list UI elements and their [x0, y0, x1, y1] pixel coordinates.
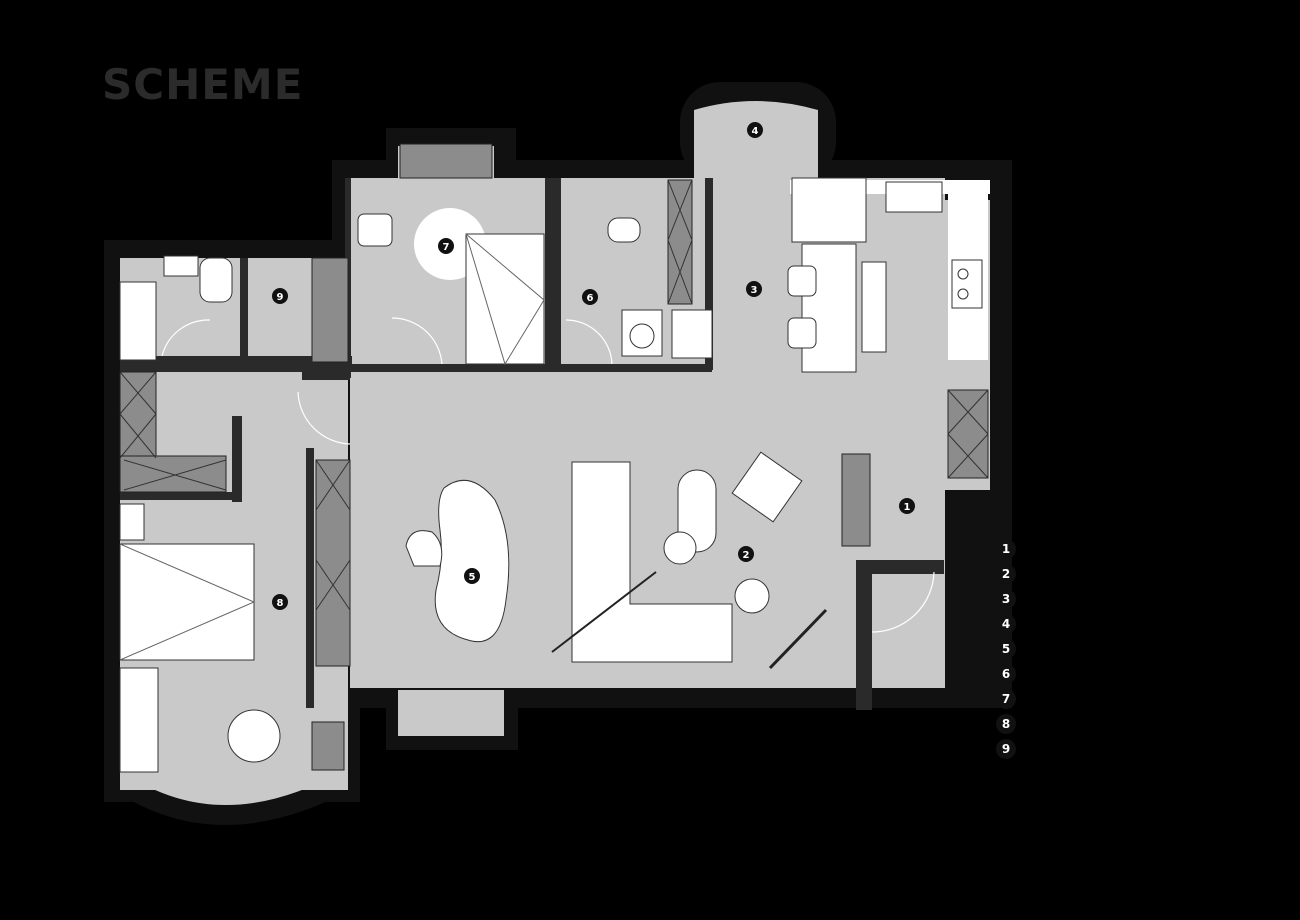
svg-text:6: 6	[587, 293, 594, 304]
bar-stool	[787, 317, 817, 349]
legend-number: 2	[996, 563, 1016, 584]
bedroom	[119, 503, 281, 773]
legend-number: 8	[996, 713, 1016, 734]
bed	[465, 233, 545, 365]
bar-counter	[861, 261, 887, 353]
svg-text:8: 8	[277, 598, 284, 609]
legend-number: 7	[996, 688, 1016, 709]
page-title: SCHEME	[102, 60, 304, 109]
lounge	[768, 608, 828, 670]
room-marker-7: 7	[438, 238, 454, 254]
room-marker-1: 1	[899, 498, 915, 514]
bathtub	[163, 255, 199, 277]
svg-text:2: 2	[743, 550, 750, 561]
lounge-chair	[227, 709, 281, 763]
desk	[119, 667, 159, 773]
legend-number: 9	[996, 738, 1016, 759]
room-marker-5: 5	[464, 568, 480, 584]
legend-item: 7	[996, 686, 1024, 711]
coffee-table	[734, 578, 770, 614]
cabinet-cross-marks	[119, 179, 989, 611]
legend-item: 1	[996, 536, 1024, 561]
side-table	[663, 531, 697, 565]
legend-item: 3	[996, 586, 1024, 611]
toilet	[607, 217, 641, 243]
armchair	[357, 213, 393, 247]
desk-chair	[405, 530, 443, 567]
kitchen	[787, 177, 990, 373]
ottoman	[677, 469, 717, 553]
room-marker-3: 3	[746, 281, 762, 297]
legend-item: 4	[996, 611, 1024, 636]
legend-item: 8	[996, 711, 1024, 736]
legend-item: 2	[996, 561, 1024, 586]
toilet	[199, 257, 233, 303]
legend-number: 4	[996, 613, 1016, 634]
legend-number: 6	[996, 663, 1016, 684]
legend-item: 9	[996, 736, 1024, 761]
study	[405, 479, 510, 642]
legend-item: 5	[996, 636, 1024, 661]
shower	[671, 309, 713, 359]
svg-text:3: 3	[751, 285, 758, 296]
room-marker-2: 2	[738, 546, 754, 562]
svg-text:9: 9	[277, 292, 284, 303]
bathroom	[607, 217, 713, 359]
sink	[885, 181, 943, 213]
room-marker-8: 8	[272, 594, 288, 610]
svg-text:7: 7	[443, 242, 450, 253]
kitchen-island-top	[791, 177, 867, 243]
svg-text:4: 4	[752, 126, 759, 137]
legend-item: 6	[996, 661, 1024, 686]
svg-text:5: 5	[469, 572, 476, 583]
vanity	[119, 281, 157, 361]
bar-stool	[787, 265, 817, 297]
nightstand	[119, 503, 145, 541]
vanity	[621, 309, 663, 357]
living-room	[551, 451, 828, 670]
guest-bathroom	[119, 255, 233, 361]
floor-lamp	[551, 571, 657, 653]
bed	[119, 543, 255, 661]
legend-number: 3	[996, 588, 1016, 609]
legend-number: 5	[996, 638, 1016, 659]
armchair	[731, 451, 803, 523]
door-swings	[161, 317, 935, 633]
kidney-desk	[434, 479, 510, 642]
legend: 1 2 3 4 5 6 7 8 9	[996, 536, 1024, 761]
svg-text:1: 1	[904, 502, 911, 513]
cooktop	[951, 259, 983, 309]
kitchen-island	[801, 243, 857, 373]
master-bedroom	[357, 208, 545, 366]
sectional-sofa	[571, 461, 733, 663]
room-marker-9: 9	[272, 288, 288, 304]
room-marker-6: 6	[582, 289, 598, 305]
legend-number: 1	[996, 538, 1016, 559]
interior-walls	[120, 178, 944, 710]
room-marker-4: 4	[747, 122, 763, 138]
